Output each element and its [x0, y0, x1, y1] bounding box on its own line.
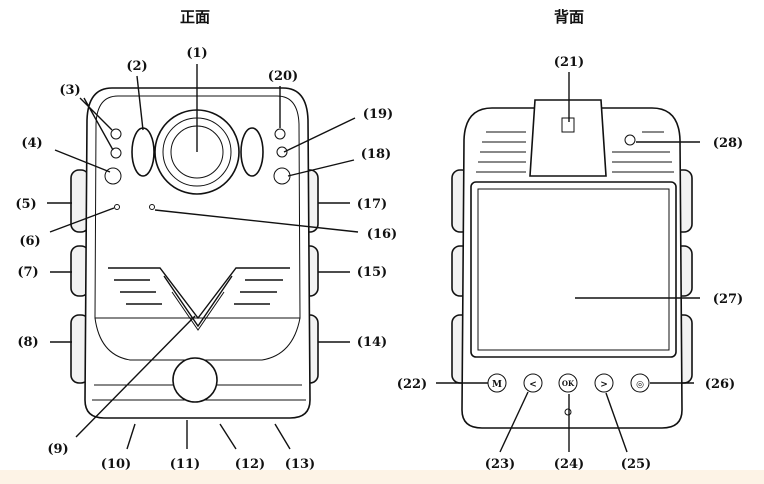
callout-3: (3)	[59, 83, 80, 98]
callout-12: (12)	[235, 457, 265, 472]
callout-2: (2)	[126, 59, 147, 74]
microphone-hole	[114, 204, 120, 210]
callout-28: (28)	[713, 136, 743, 151]
callout-18: (18)	[361, 147, 391, 162]
callout-22: (22)	[397, 377, 427, 392]
clip-curve	[94, 317, 301, 361]
ir-light-left	[131, 127, 155, 177]
next-button-glyph: >	[600, 380, 608, 390]
back-button-row: M < OK > ◎	[487, 373, 650, 416]
callout-26: (26)	[705, 377, 735, 392]
ok-button-glyph: OK	[562, 379, 575, 388]
front-leader-lines	[47, 64, 359, 450]
ir-light-right	[240, 127, 264, 177]
reset-hole	[564, 408, 572, 416]
callout-14: (14)	[357, 335, 387, 350]
light-sensor-left	[104, 167, 122, 185]
lcd-screen-frame	[470, 181, 677, 358]
callout-7: (7)	[17, 265, 38, 280]
callout-21: (21)	[554, 55, 584, 70]
callout-19: (19)	[363, 107, 393, 122]
vent-grille-left	[476, 131, 526, 173]
callout-5: (5)	[15, 197, 36, 212]
back-indicator-light	[624, 134, 636, 146]
back-view: 背面 M < OK >	[397, 8, 743, 472]
prev-button-glyph: <	[529, 380, 537, 390]
front-view: 正面	[15, 8, 397, 472]
indicator-light-top-left	[110, 128, 122, 140]
status-led	[149, 204, 155, 210]
callout-9: (9)	[47, 442, 68, 457]
menu-button-glyph: M	[492, 380, 502, 390]
back-clip-slot	[561, 117, 575, 133]
prev-button	[523, 373, 543, 393]
callout-13: (13)	[285, 457, 315, 472]
callout-1: (1)	[186, 46, 207, 61]
callout-4: (4)	[21, 136, 42, 151]
next-button	[594, 373, 614, 393]
callout-10: (10)	[101, 457, 131, 472]
callout-8: (8)	[17, 335, 38, 350]
callout-24: (24)	[554, 457, 584, 472]
callout-15: (15)	[357, 265, 387, 280]
callout-11: (11)	[170, 457, 200, 472]
indicator-light-mid-left	[110, 147, 122, 159]
back-title: 背面	[554, 8, 584, 26]
callout-27: (27)	[713, 292, 743, 307]
callout-6: (6)	[19, 234, 40, 249]
bottom-band	[0, 470, 764, 484]
callout-23: (23)	[485, 457, 515, 472]
callout-25: (25)	[621, 457, 651, 472]
callout-17: (17)	[357, 197, 387, 212]
clip-knob	[172, 357, 218, 403]
indicator-light-top-right	[274, 128, 286, 140]
front-title: 正面	[180, 8, 210, 26]
indicator-light-mid-right	[276, 146, 288, 158]
lcd-screen	[477, 188, 670, 351]
v-emblem	[108, 267, 290, 331]
back-leader-lines	[436, 72, 700, 453]
callout-20: (20)	[268, 69, 298, 84]
back-clip	[529, 99, 607, 177]
ok-button	[558, 373, 578, 393]
camera-button-glyph: ◎	[636, 380, 644, 390]
camera-button	[630, 373, 650, 393]
callout-16: (16)	[367, 227, 397, 242]
